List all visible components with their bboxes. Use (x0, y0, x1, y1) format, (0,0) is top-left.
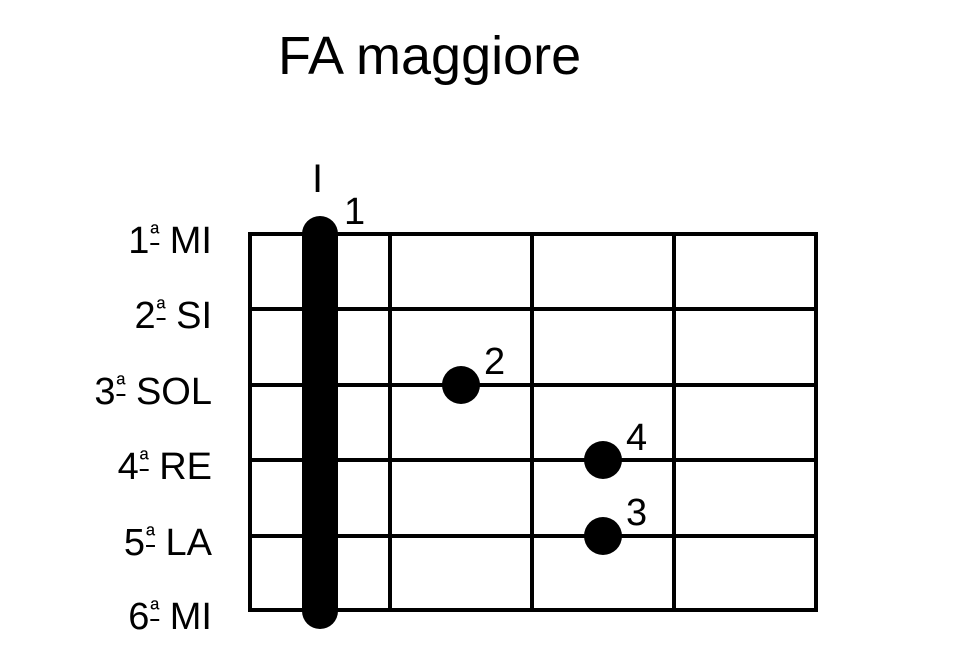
finger-dot-2 (442, 366, 480, 404)
string-label-1: 1ª MI (128, 220, 212, 262)
barre-bar (302, 216, 338, 629)
finger-dot-3 (584, 517, 622, 555)
finger-dot-4 (584, 441, 622, 479)
chord-title: FA maggiore (278, 26, 582, 86)
finger-number-3: 3 (626, 492, 647, 534)
finger-number-4: 4 (626, 417, 647, 459)
barre-finger-number: 1 (344, 191, 365, 233)
string-label-5: 5ª LA (123, 522, 212, 564)
string-label-3: 3ª SOL (94, 371, 212, 413)
string-label-4: 4ª RE (117, 446, 212, 488)
fretboard-grid (248, 232, 818, 612)
string-label-2: 2ª SI (134, 295, 213, 337)
fret-position-numeral: I (312, 157, 324, 201)
finger-number-2: 2 (484, 341, 505, 383)
string-label-6: 6ª MI (128, 596, 212, 638)
